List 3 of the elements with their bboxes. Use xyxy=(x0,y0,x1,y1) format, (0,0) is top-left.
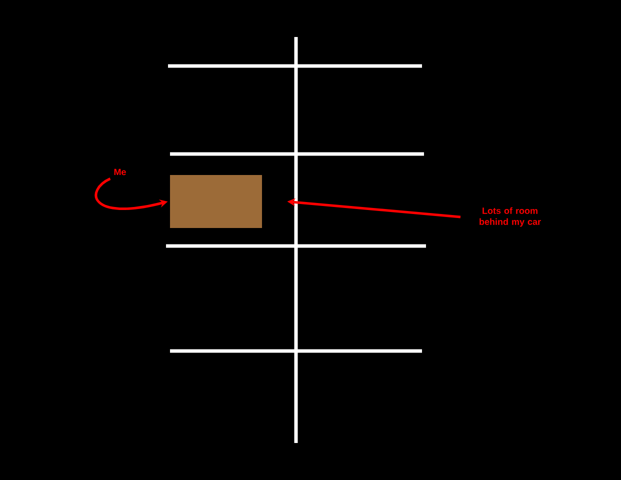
annotation-text: Me xyxy=(114,168,126,176)
annotation-text: Lots of room behind my car xyxy=(480,207,541,227)
car-box xyxy=(170,175,262,228)
